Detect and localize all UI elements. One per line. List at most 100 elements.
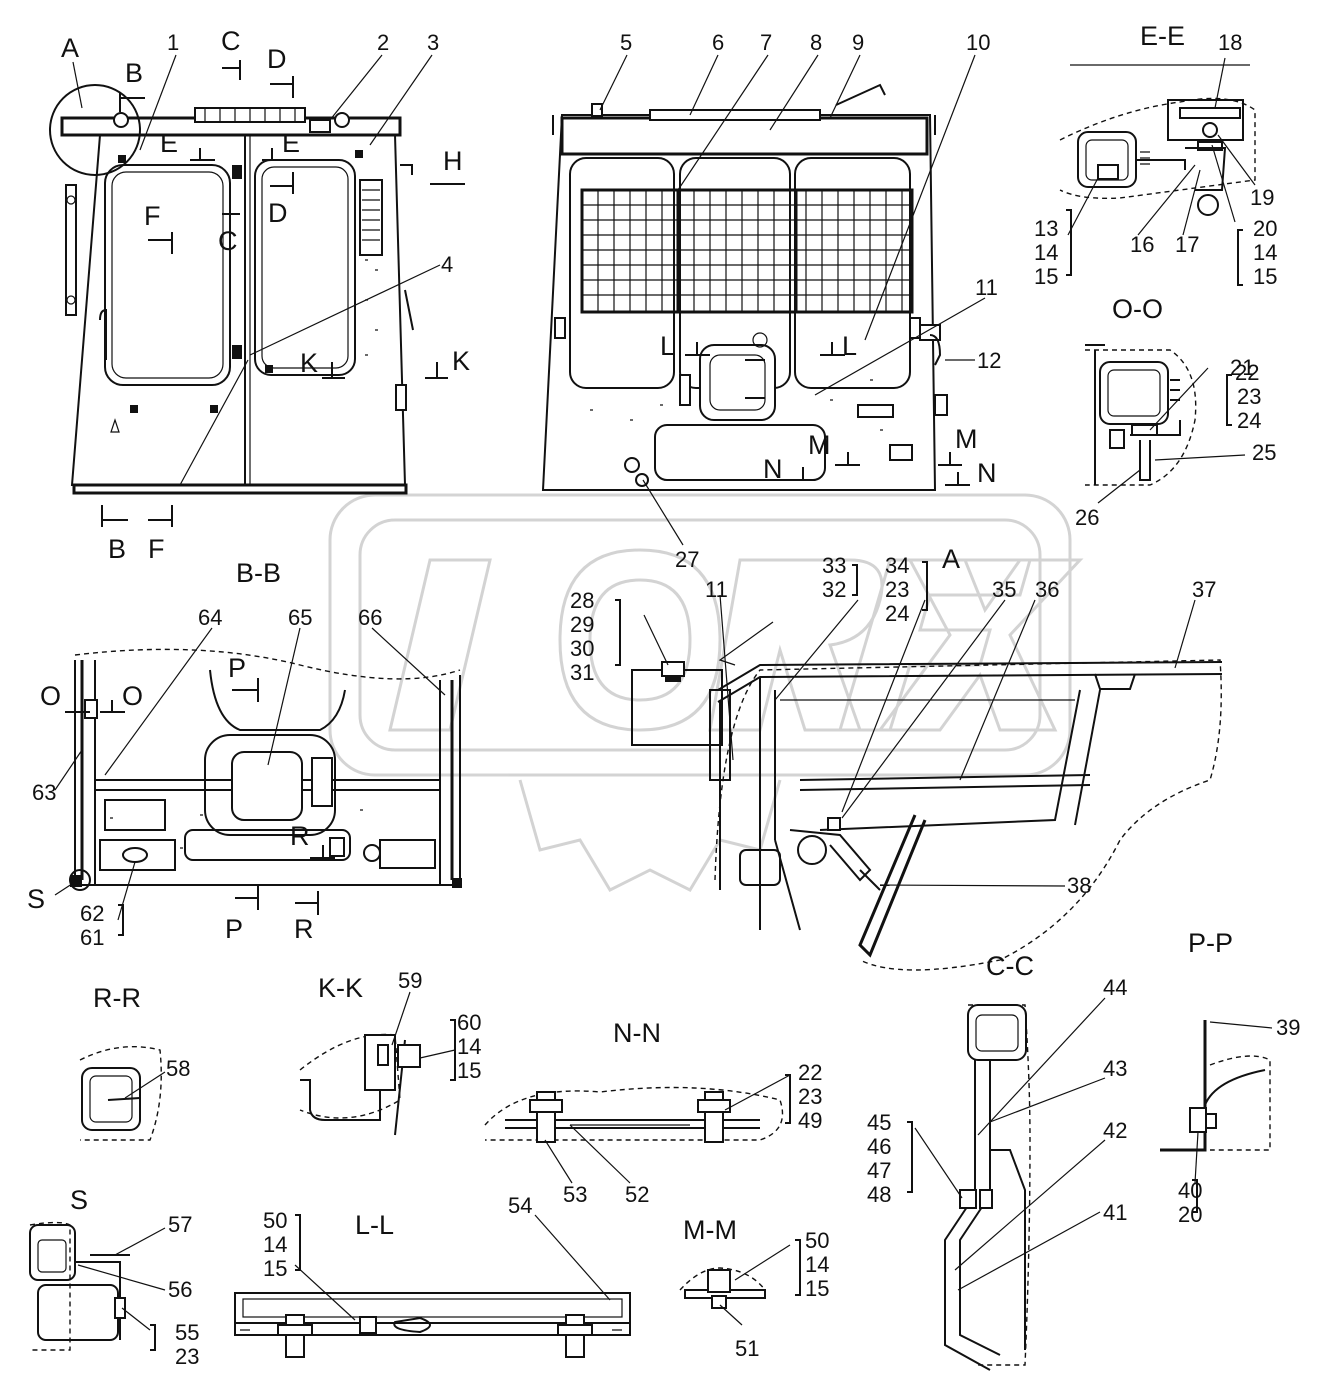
callout-10: 10 [966, 30, 990, 55]
callout-25: 25 [1252, 440, 1276, 465]
callout-52: 52 [625, 1182, 649, 1207]
view-cab-side [49, 54, 465, 527]
callout-58: 58 [166, 1056, 190, 1081]
callout-54: 54 [508, 1193, 532, 1218]
title-s: S [70, 1185, 88, 1215]
mark-a: A [942, 544, 960, 574]
callout-46: 46 [867, 1134, 891, 1159]
callout-11: 11 [705, 577, 728, 602]
mark-p: P [228, 653, 246, 683]
callout-50: 50 [805, 1228, 829, 1253]
callout-27: 27 [675, 547, 699, 572]
view-cab-rear [541, 54, 986, 546]
callout-2: 2 [377, 30, 389, 55]
mark-e: E [160, 128, 178, 158]
callout-28: 28 [570, 588, 594, 613]
callout-32: 32 [822, 577, 846, 602]
callout-45: 45 [867, 1110, 891, 1135]
title-b-b: B-B [236, 558, 281, 588]
callout-57: 57 [168, 1212, 192, 1237]
cut-mark-letters: A A B B C C D D E E F F H K K L L M M N … [27, 26, 997, 944]
callout-12: 12 [977, 348, 1001, 373]
callout-8: 8 [810, 30, 822, 55]
callout-41: 41 [1103, 1200, 1127, 1225]
mark-c: C [218, 226, 238, 256]
callout-20: 20 [1178, 1202, 1202, 1227]
mark-o: O [122, 681, 143, 711]
title-e-e: E-E [1140, 21, 1185, 51]
callout-24: 24 [885, 601, 909, 626]
mark-s: S [27, 884, 45, 914]
callout-22: 22 [1235, 360, 1259, 385]
callout-18: 18 [1218, 30, 1242, 55]
callout-50: 50 [263, 1208, 287, 1233]
watermark-logo [328, 493, 1084, 892]
callout-43: 43 [1103, 1056, 1127, 1081]
callout-34: 34 [885, 553, 909, 578]
mark-e: E [282, 128, 300, 158]
callout-42: 42 [1103, 1118, 1127, 1143]
callout-56: 56 [168, 1277, 192, 1302]
callout-53: 53 [563, 1182, 587, 1207]
section-n-n [484, 1074, 791, 1184]
mark-d: D [268, 198, 288, 228]
callout-22: 22 [798, 1060, 822, 1085]
section-c-c [907, 997, 1106, 1371]
callout-14: 14 [457, 1034, 481, 1059]
callout-14: 14 [1034, 240, 1058, 265]
callout-23: 23 [885, 577, 909, 602]
mark-k: K [452, 346, 470, 376]
callout-62: 62 [80, 901, 104, 926]
mark-k: K [300, 348, 318, 378]
mark-d: D [267, 44, 287, 74]
mark-r: R [290, 821, 310, 851]
section-titles: E-E O-O B-B C-C P-P R-R K-K N-N S L-L M-… [70, 21, 1233, 1245]
callout-5: 5 [620, 30, 632, 55]
part-number-labels: 1 2 3 4 5 6 7 8 9 10 11 11 12 13 14 15 1… [32, 30, 1300, 1369]
callout-21: 21 [1230, 355, 1254, 380]
title-r-r: R-R [93, 983, 141, 1013]
callout-14: 14 [263, 1232, 287, 1257]
section-p-p [1160, 1020, 1273, 1213]
callout-4: 4 [441, 252, 453, 277]
title-n-n: N-N [613, 1018, 661, 1048]
callout-64: 64 [198, 605, 222, 630]
callout-17: 17 [1175, 232, 1199, 257]
title-k-k: K-K [318, 973, 363, 1003]
callout-36: 36 [1035, 577, 1059, 602]
callout-35: 35 [992, 577, 1016, 602]
callout-29: 29 [570, 612, 594, 637]
section-l-l [234, 1214, 631, 1358]
mark-n: N [763, 454, 783, 484]
mark-o: O [40, 681, 61, 711]
callout-23: 23 [175, 1344, 199, 1369]
callout-14: 14 [805, 1252, 829, 1277]
callout-9: 9 [852, 30, 864, 55]
view-a-detail [615, 561, 1223, 971]
mark-f: F [148, 534, 165, 564]
mark-l: L [660, 331, 675, 361]
callout-59: 59 [398, 968, 422, 993]
mark-m: M [955, 424, 978, 454]
callout-55: 55 [175, 1320, 199, 1345]
callout-16: 16 [1130, 232, 1154, 257]
mark-f: F [144, 201, 161, 231]
callout-38: 38 [1067, 873, 1091, 898]
title-l-l: L-L [355, 1210, 394, 1240]
callout-3: 3 [427, 30, 439, 55]
callout-15: 15 [1253, 264, 1277, 289]
callout-30: 30 [570, 636, 594, 661]
mark-c: C [221, 26, 241, 56]
callout-15: 15 [457, 1058, 481, 1083]
section-s [29, 1221, 166, 1351]
callout-48: 48 [867, 1182, 891, 1207]
callout-14: 14 [1253, 240, 1277, 265]
title-p-p: P-P [1188, 928, 1233, 958]
mark-h: H [443, 146, 463, 176]
callout-31: 31 [570, 660, 594, 685]
callout-49: 49 [798, 1108, 822, 1133]
callout-13: 13 [1034, 216, 1058, 241]
section-r-r [79, 1046, 166, 1141]
callout-47: 47 [867, 1158, 891, 1183]
callout-19: 19 [1250, 185, 1274, 210]
